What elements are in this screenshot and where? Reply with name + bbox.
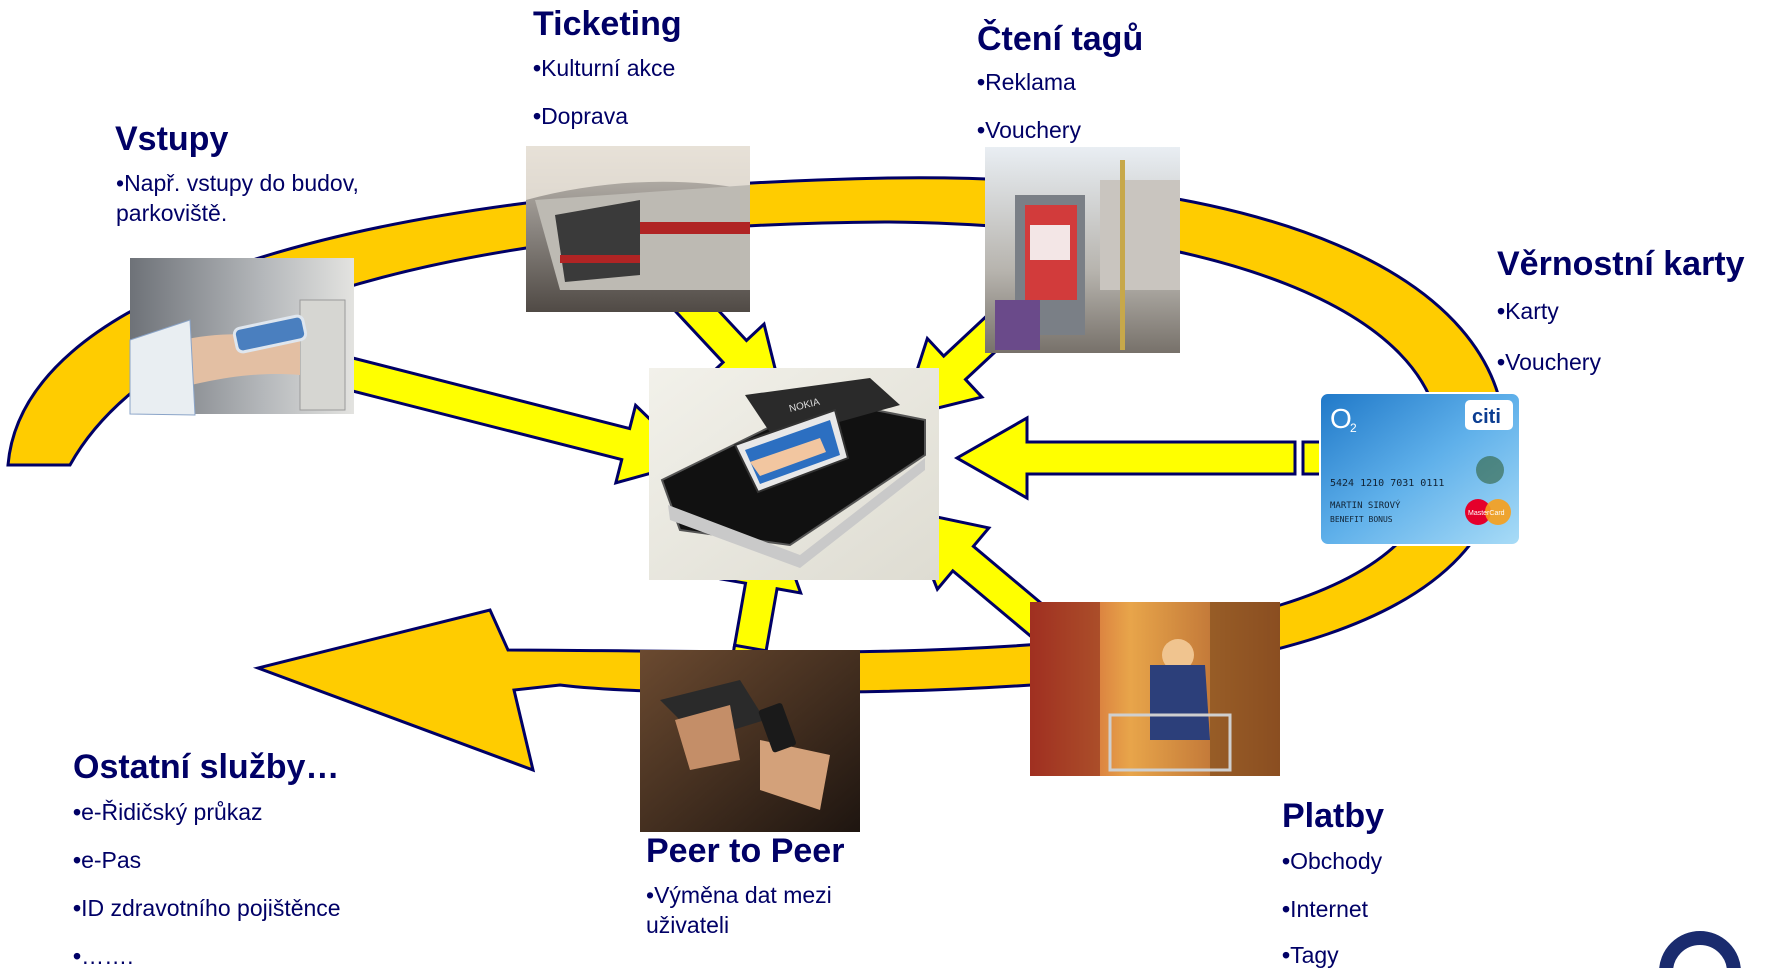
ostatni-item-2: •e-Pas <box>73 847 142 873</box>
cteni-tagu-item-1: •Reklama <box>977 69 1076 95</box>
cteni-tagu-item-1-label: Reklama <box>985 69 1076 95</box>
vstupy-title: Vstupy <box>115 120 229 158</box>
cteni-tagu-item-2-label: Vouchery <box>985 117 1081 143</box>
ostatni-item-4: •……. <box>73 943 134 969</box>
ticketing-item-1-label: Kulturní akce <box>541 55 676 81</box>
card-issuer: citi <box>1472 406 1501 428</box>
peer-to-peer-title: Peer to Peer <box>646 832 845 870</box>
ticketing-item-2: •Doprava <box>533 103 628 129</box>
vstupy-text: •Např. vstupy do budov, parkoviště. <box>116 170 359 226</box>
ostatni-sluzby-title: Ostatní služby… <box>73 748 340 786</box>
o2-logo <box>1618 885 1777 968</box>
card-holder: MARTIN SIROVÝ <box>1330 499 1401 511</box>
vernostni-karty-title: Věrnostní karty <box>1497 245 1745 283</box>
ostatni-item-1: •e-Řidičský průkaz <box>73 799 263 825</box>
ostatni-item-1-label: e-Řidičský průkaz <box>81 799 263 825</box>
peer-to-peer-text: •Výměna dat mezi uživateli <box>646 882 832 938</box>
ticketing-title: Ticketing <box>533 5 682 43</box>
phone-image: NOKIA <box>649 368 939 580</box>
platby-item-1: •Obchody <box>1282 848 1383 874</box>
card-network: MasterCard <box>1468 510 1505 517</box>
card-extra: BENEFIT BONUS <box>1330 515 1393 524</box>
platby-item-2-label: Internet <box>1290 896 1369 922</box>
card-number: 5424 1210 7031 0111 <box>1330 478 1444 489</box>
peer-to-peer-desc: Výměna dat mezi uživateli <box>646 882 832 938</box>
peer-to-peer-photo <box>640 650 860 832</box>
platby-item-3: •Tagy <box>1282 942 1339 968</box>
platby-item-2: •Internet <box>1282 896 1369 922</box>
vernostni-karty-item-1-label: Karty <box>1505 298 1559 324</box>
ostatni-item-4-label: ……. <box>81 943 134 969</box>
supermarket-photo <box>1030 602 1280 776</box>
vernostni-karty-item-2: •Vouchery <box>1497 349 1601 375</box>
metro-photo <box>526 146 750 312</box>
platby-item-3-label: Tagy <box>1290 942 1339 968</box>
vernostni-karty-item-1: •Karty <box>1497 298 1559 324</box>
ticketing-item-2-label: Doprava <box>541 103 628 129</box>
arrow-vernostni-karty <box>953 415 1341 501</box>
platby-item-1-label: Obchody <box>1290 848 1383 874</box>
card-brand-sub: 2 <box>1350 421 1357 435</box>
billboard-photo <box>985 147 1180 353</box>
loyalty-card: O 2 citi MasterCard 5424 1210 7031 0111 … <box>1319 392 1521 546</box>
ostatni-item-3: •ID zdravotního pojištěnce <box>73 895 341 921</box>
cteni-tagu-title: Čtení tagů <box>977 20 1144 58</box>
cteni-tagu-item-2: •Vouchery <box>977 117 1081 143</box>
card-brand-o: O <box>1330 403 1352 434</box>
vstupy-desc: Např. vstupy do budov, parkoviště. <box>116 170 359 226</box>
ostatni-item-3-label: ID zdravotního pojištěnce <box>81 895 341 921</box>
ticketing-item-1: •Kulturní akce <box>533 55 676 81</box>
entry-photo <box>129 258 354 416</box>
platby-title: Platby <box>1282 797 1385 835</box>
ostatni-item-2-label: e-Pas <box>81 847 142 873</box>
vernostni-karty-item-2-label: Vouchery <box>1505 349 1601 375</box>
